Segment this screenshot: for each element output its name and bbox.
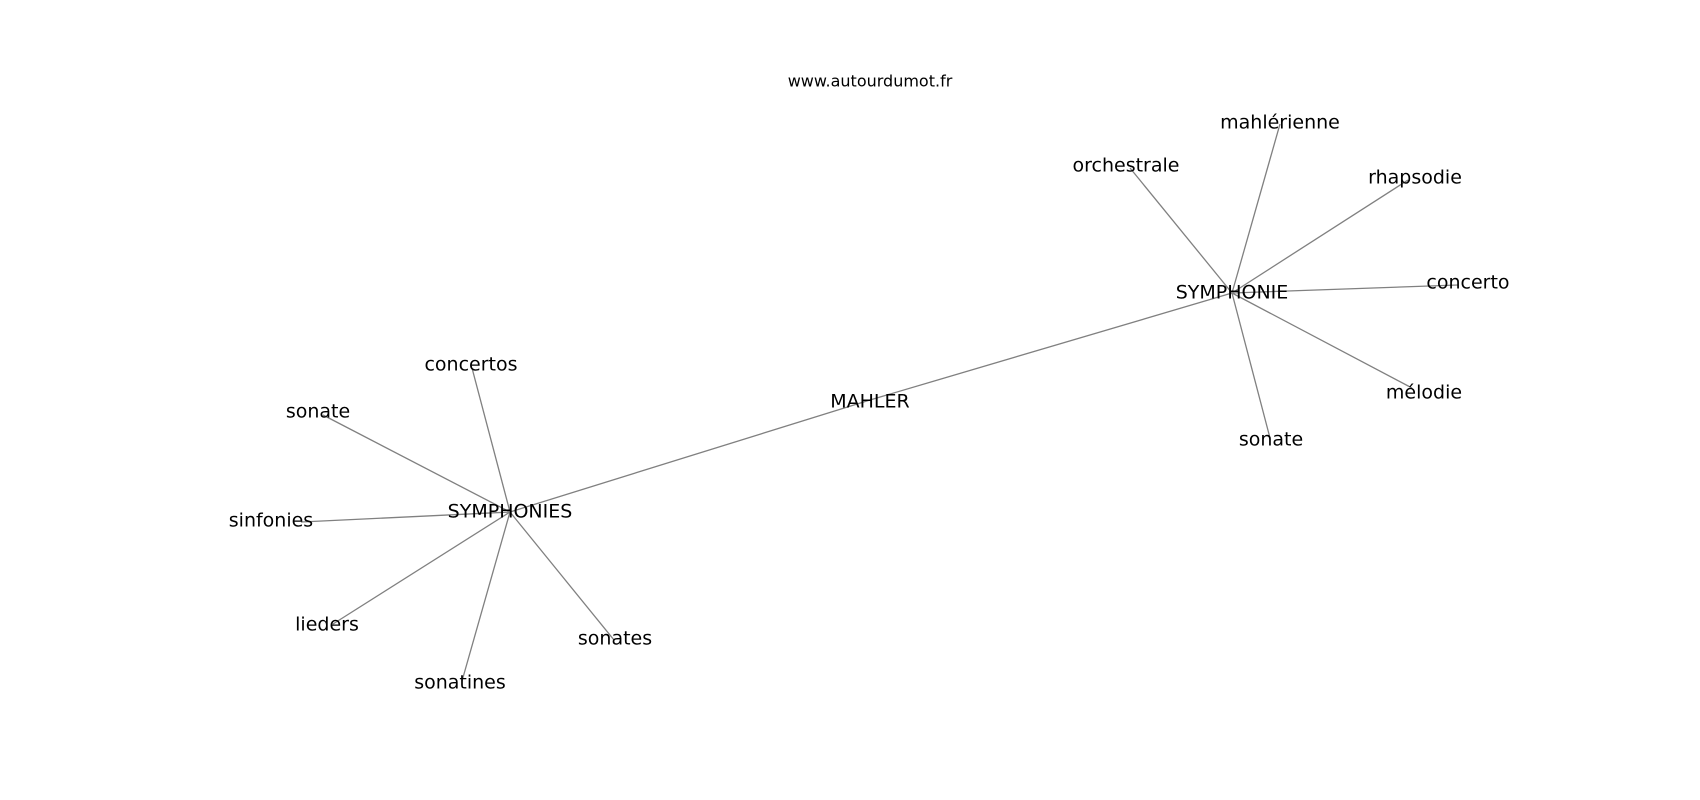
- edge-symphonies-sonates: [509, 511, 615, 641]
- node-mahlerienne[interactable]: mahlérienne: [1220, 112, 1340, 134]
- edge-symphonie-orchestrale: [1129, 167, 1233, 294]
- node-sinfonies[interactable]: sinfonies: [229, 510, 313, 532]
- edge-symphonies-sinfonies: [300, 511, 511, 523]
- edge-symphonie-rhapsodie: [1231, 179, 1409, 294]
- edge-mahler-symphonie: [869, 292, 1233, 401]
- site-watermark: www.autourdumot.fr: [788, 72, 953, 91]
- node-lieders[interactable]: lieders: [295, 614, 359, 636]
- hub-symphonie-label[interactable]: SYMPHONIE: [1176, 282, 1289, 304]
- node-melodie[interactable]: mélodie: [1386, 382, 1462, 404]
- edge-symphonies-lieders: [332, 511, 511, 625]
- edge-symphonie-sonate: [1231, 292, 1271, 439]
- graph-edges: [300, 123, 1459, 682]
- node-sonatines[interactable]: sonatines: [414, 672, 506, 694]
- edge-symphonie-concerto: [1231, 284, 1459, 294]
- edge-mahler-symphonies: [509, 399, 871, 513]
- node-sonate-left[interactable]: sonate: [286, 401, 350, 423]
- edge-symphonies-sonatines: [461, 511, 511, 682]
- edge-symphonies-concertos: [471, 367, 511, 513]
- hub-symphonies-label[interactable]: SYMPHONIES: [448, 501, 573, 523]
- edge-symphonies-sonate: [322, 414, 511, 513]
- node-rhapsodie[interactable]: rhapsodie: [1368, 167, 1462, 189]
- edge-symphonie-melodie: [1231, 292, 1413, 389]
- node-sonate-right[interactable]: sonate: [1239, 429, 1303, 451]
- node-orchestrale[interactable]: orchestrale: [1073, 155, 1180, 177]
- node-sonates[interactable]: sonates: [578, 628, 652, 650]
- edge-symphonie-mahlerienne: [1231, 123, 1281, 294]
- node-concertos[interactable]: concertos: [424, 354, 517, 376]
- node-concerto[interactable]: concerto: [1426, 272, 1509, 294]
- graph-labels: www.autourdumot.fr MAHLER SYMPHONIE orch…: [229, 72, 1510, 694]
- center-node-label[interactable]: MAHLER: [830, 391, 909, 413]
